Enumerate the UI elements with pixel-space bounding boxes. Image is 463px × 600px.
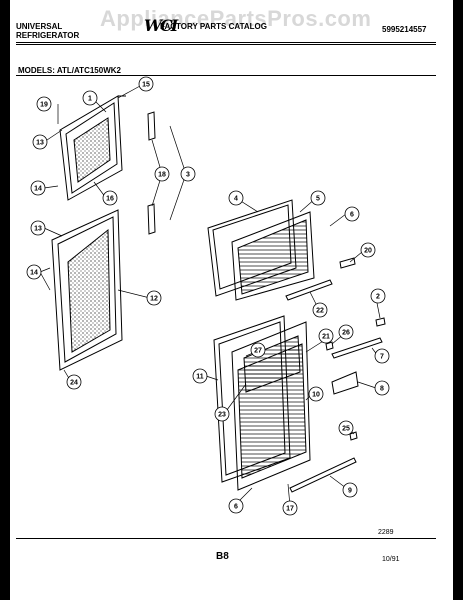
callout-26: 26 [338, 324, 354, 340]
svg-text:6: 6 [350, 212, 354, 219]
svg-text:14: 14 [30, 270, 38, 277]
models-rule [16, 75, 436, 76]
callout-25: 25 [338, 420, 354, 436]
shelf-bars [285, 257, 356, 301]
callout-14a: 14 [30, 180, 46, 196]
svg-text:16: 16 [106, 196, 114, 203]
models-label: MODELS: ATL/ATC150WK2 [18, 66, 121, 75]
callout-27: 27 [250, 342, 266, 358]
exploded-diagram: 1 15 19 13 14 16 18 3 13 14 12 24 4 5 6 … [26, 76, 390, 516]
hinge-strips [147, 111, 156, 235]
svg-text:10: 10 [312, 392, 320, 399]
svg-text:24: 24 [70, 380, 78, 387]
callout-9: 9 [342, 482, 358, 498]
svg-text:7: 7 [380, 354, 384, 361]
footer-rule [16, 538, 436, 539]
svg-text:2: 2 [376, 294, 380, 301]
svg-text:21: 21 [322, 334, 330, 341]
svg-text:5: 5 [316, 196, 320, 203]
parts-diagram-page: AppliancePartsPros.com UNIVERSAL REFRIGE… [10, 0, 453, 600]
catalog-date: 10/91 [382, 556, 400, 563]
fresh-food-door-assembly [51, 209, 123, 371]
svg-text:14: 14 [34, 186, 42, 193]
callout-15: 15 [138, 76, 154, 92]
svg-text:13: 13 [34, 226, 42, 233]
svg-text:25: 25 [342, 426, 350, 433]
header-rule [16, 42, 436, 43]
svg-text:4: 4 [234, 196, 238, 203]
callout-1: 1 [82, 90, 98, 106]
callout-22: 22 [312, 302, 328, 318]
svg-text:19: 19 [40, 102, 48, 109]
callout-5: 5 [310, 190, 326, 206]
callout-6b: 6 [228, 498, 244, 514]
catalog-title: FACTORY PARTS CATALOG [160, 22, 267, 31]
callout-17: 17 [282, 500, 298, 516]
drawing-number: 2289 [378, 529, 394, 536]
callout-2: 2 [370, 288, 386, 304]
callout-24: 24 [66, 374, 82, 390]
callout-7: 7 [374, 348, 390, 364]
svg-text:27: 27 [254, 348, 262, 355]
svg-text:22: 22 [316, 308, 324, 315]
header-rule-2 [16, 44, 436, 45]
callout-21: 20 [360, 242, 376, 258]
page-code: B8 [216, 551, 229, 562]
callout-10: 10 [308, 386, 324, 402]
callout-8: 8 [374, 380, 390, 396]
fresh-food-door-liner [213, 315, 311, 491]
freezer-door-assembly [59, 95, 126, 201]
callout-12: 12 [146, 290, 162, 306]
svg-text:26: 26 [342, 330, 350, 337]
svg-text:8: 8 [380, 386, 384, 393]
watermark: AppliancePartsPros.com [100, 6, 372, 31]
svg-text:15: 15 [142, 82, 150, 89]
door-trim-parts [289, 317, 386, 493]
callout-4: 4 [228, 190, 244, 206]
callout-6a: 6 [344, 206, 360, 222]
freezer-door-liner [207, 199, 315, 301]
svg-text:12: 12 [150, 296, 158, 303]
callout-14b: 14 [26, 264, 42, 280]
svg-text:9: 9 [348, 488, 352, 495]
brand-line1: UNIVERSAL [16, 22, 63, 31]
svg-text:17: 17 [286, 506, 294, 513]
svg-text:13: 13 [36, 140, 44, 147]
callout-23: 23 [214, 406, 230, 422]
callout-13a: 13 [32, 134, 48, 150]
svg-text:3: 3 [186, 172, 190, 179]
callout-labels: 1 15 19 13 14 16 18 3 13 14 12 24 4 5 6 … [26, 76, 390, 516]
part-number: 5995214557 [382, 25, 427, 34]
svg-text:23: 23 [218, 412, 226, 419]
callout-18: 18 [154, 166, 170, 182]
svg-text:18: 18 [158, 172, 166, 179]
svg-text:1: 1 [88, 96, 92, 103]
callout-16: 16 [102, 190, 118, 206]
callout-19: 19 [36, 96, 52, 112]
callout-13b: 13 [30, 220, 46, 236]
callout-20: 21 [318, 328, 334, 344]
brand-line2: REFRIGERATOR [16, 31, 80, 40]
svg-text:6: 6 [234, 504, 238, 511]
callout-11: 11 [192, 368, 208, 384]
wci-logo: WCI [144, 16, 178, 35]
callout-3: 3 [180, 166, 196, 182]
svg-text:20: 20 [364, 248, 372, 255]
svg-text:11: 11 [196, 374, 204, 381]
